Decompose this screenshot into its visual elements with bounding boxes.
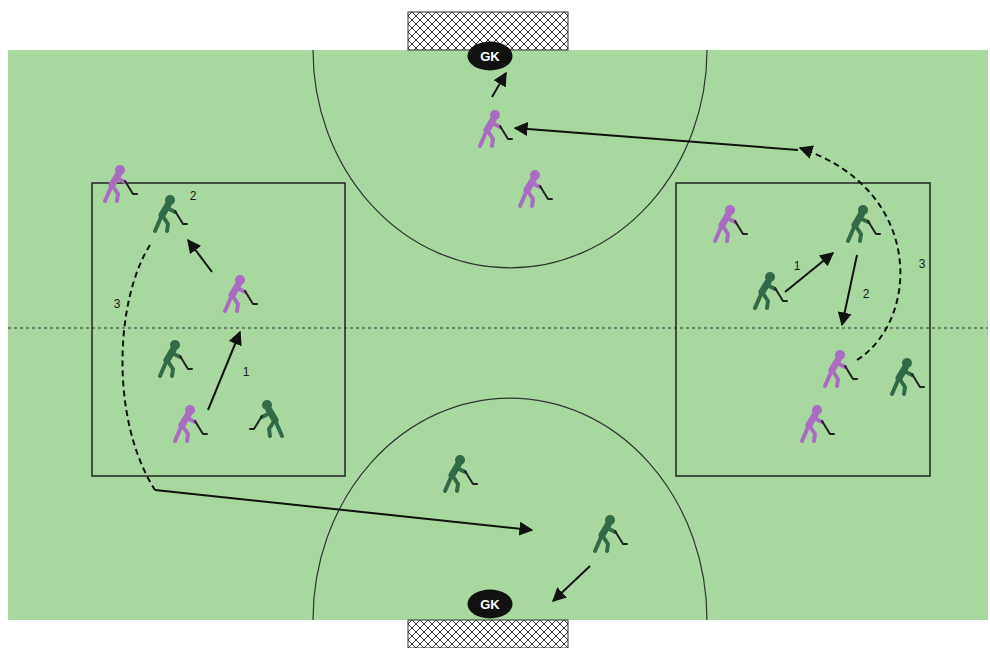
player-figure [250, 400, 282, 436]
player-figure [595, 515, 627, 551]
player-figure [715, 205, 747, 241]
callout-number: 2 [188, 189, 199, 203]
player-figure [480, 110, 512, 146]
player-figure [755, 272, 787, 308]
pitch-ground [8, 50, 988, 620]
player-figure [520, 170, 552, 206]
shot-arrow [492, 73, 506, 97]
callout-number: 2 [861, 287, 872, 301]
player-figure [225, 275, 257, 311]
pass-arrow [208, 332, 240, 410]
shooting-circle [313, 398, 707, 620]
run-path [800, 148, 900, 360]
grid-box [676, 183, 930, 476]
pass-arrow [155, 490, 532, 530]
shooting-circle [313, 50, 707, 268]
callout-number: 3 [917, 257, 928, 271]
player-figure [175, 405, 207, 441]
player-figure [445, 455, 477, 491]
player-figure [892, 358, 924, 394]
callout-number: 1 [241, 365, 252, 379]
goal-net [408, 620, 568, 648]
player-figure [825, 350, 857, 386]
player-figure [848, 205, 880, 241]
goalkeeper-marker: GK [467, 41, 513, 71]
goalkeeper-label: GK [480, 49, 500, 64]
pass-arrow [515, 128, 798, 150]
run-path [123, 245, 156, 490]
player-figure [105, 165, 137, 201]
pass-arrow [842, 255, 857, 325]
callout-number: 3 [112, 297, 123, 311]
shot-arrow [553, 566, 590, 601]
goalkeeper-label: GK [480, 597, 500, 612]
goalkeeper-marker: GK [467, 589, 513, 619]
player-figure [802, 405, 834, 441]
pass-arrow [188, 240, 212, 272]
pass-arrow [785, 253, 833, 292]
callout-number: 1 [792, 259, 803, 273]
player-figure [160, 340, 192, 376]
player-figure [155, 195, 187, 231]
centre-line [8, 327, 988, 328]
